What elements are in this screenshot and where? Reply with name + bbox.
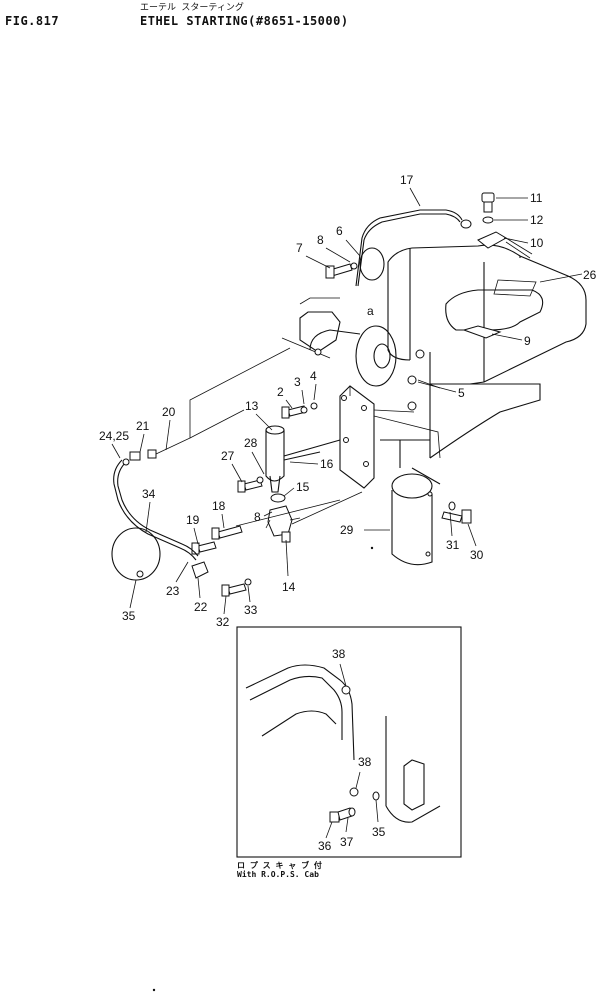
part-label: 12 (530, 213, 544, 227)
part-label: 35 (122, 609, 136, 623)
part-label: 30 (470, 548, 484, 562)
bolt-7 (325, 262, 358, 279)
bolt-5-group (407, 349, 441, 411)
part-label: 9 (524, 334, 531, 348)
part-label: 31 (446, 538, 460, 552)
part-label: 37 (340, 835, 354, 849)
part-label: 21 (136, 419, 150, 433)
part-label: 19 (186, 513, 200, 527)
figure-title: ETHEL STARTING(#8651-15000) (140, 14, 349, 28)
part-label: 33 (244, 603, 258, 617)
part-label: 6 (336, 224, 343, 238)
part-label: 3 (294, 375, 301, 389)
part-label: 24,25 (99, 429, 129, 443)
part-label: 38 (332, 647, 346, 661)
mounting-plate (339, 385, 375, 489)
part-label: 38 (358, 755, 372, 769)
bolt-18 (211, 525, 243, 540)
part-label: 28 (244, 436, 258, 450)
part-label: 26 (583, 268, 597, 282)
fitting-22 (191, 561, 209, 579)
part-label: 27 (221, 449, 235, 463)
part-label: 17 (400, 173, 414, 187)
part-label: 5 (458, 386, 465, 400)
bolt-30 (441, 501, 472, 524)
bolt-2 (281, 402, 318, 419)
part-label: 29 (340, 523, 354, 537)
ether-cylinder-13 (265, 425, 341, 493)
part-label: 34 (142, 487, 156, 501)
part-label: 15 (296, 480, 310, 494)
part-label: 11 (530, 191, 543, 205)
part-label: 20 (162, 405, 176, 419)
part-label: 23 (166, 584, 180, 598)
washer-15 (270, 493, 286, 503)
part-label: 8 (254, 510, 261, 524)
bolt-11 (477, 192, 533, 259)
part-label: 32 (216, 615, 230, 629)
title-japanese: エーテル スターティング (140, 3, 244, 13)
part-label: 8 (317, 233, 324, 247)
inset-caption-japanese: ロ プ ス キ ャ ブ 付 (237, 861, 322, 870)
dot-mark (152, 988, 156, 992)
part-label: 7 (296, 241, 303, 255)
upper-bracket (281, 297, 341, 359)
part-labels: 17 11 12 10 26 6 8 7 a 9 5 2 3 4 13 20 2… (99, 173, 597, 853)
round-tank (309, 325, 397, 387)
part-label: 35 (372, 825, 386, 839)
part-label: 16 (320, 457, 334, 471)
inset-box (236, 626, 462, 858)
cover-29 (391, 467, 441, 566)
part-label: a (367, 304, 374, 318)
part-label: 10 (530, 236, 544, 250)
part-label: 14 (282, 580, 296, 594)
leader-lines (155, 347, 441, 529)
part-label: 22 (194, 600, 208, 614)
part-label: 4 (310, 369, 317, 383)
inset-caption: With R.O.P.S. Cab (237, 870, 319, 879)
part-label: 18 (212, 499, 226, 513)
label-leaders (111, 187, 583, 839)
dot-mark (370, 546, 374, 550)
figure-number: FIG.817 (5, 14, 60, 28)
bracket-9 (462, 325, 502, 339)
part-label: 2 (277, 385, 284, 399)
bolt-27 (237, 476, 264, 493)
bolt-32 (221, 578, 252, 597)
hood-body (380, 244, 587, 468)
part-label: 36 (318, 839, 332, 853)
bolt-19 (191, 541, 217, 555)
tube-17 (355, 209, 472, 287)
part-label: 13 (245, 399, 259, 413)
